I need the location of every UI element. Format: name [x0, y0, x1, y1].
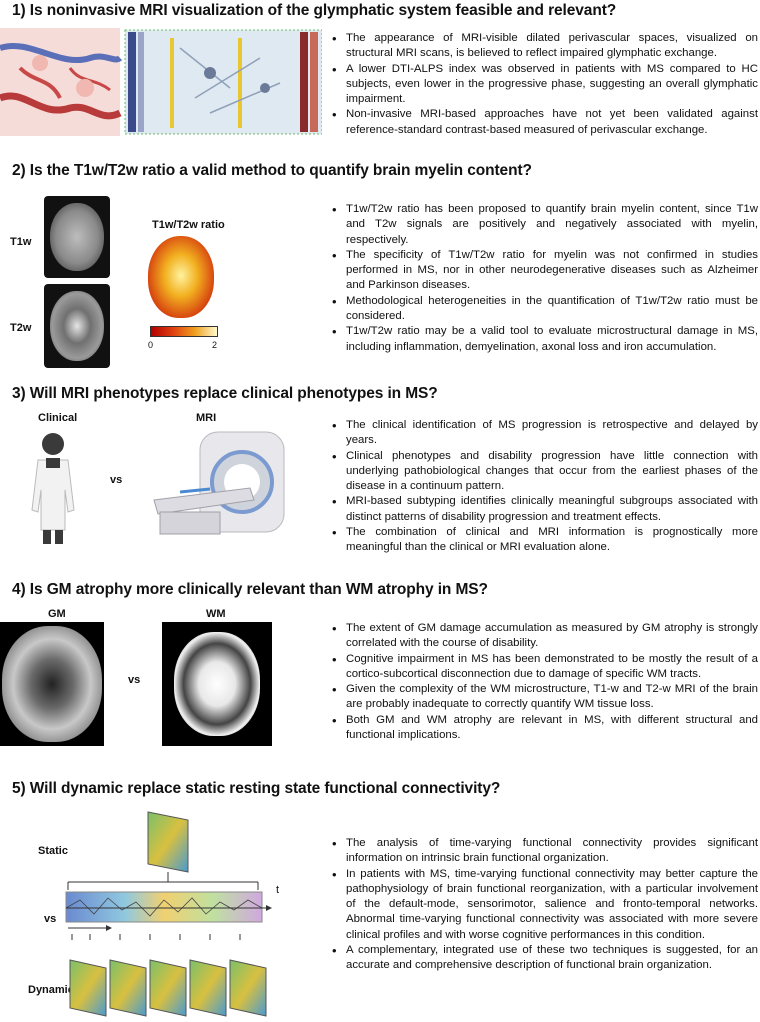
t2w-scan [44, 284, 110, 368]
bullet: Cognitive impairment in MS has been demo… [330, 652, 758, 683]
color-scale [150, 326, 218, 337]
bullet: The specificity of T1w/T2w ratio for mye… [330, 248, 758, 294]
section-2-bullets: T1w/T2w ratio has been proposed to quant… [330, 202, 758, 355]
section-1-bullets: The appearance of MRI-visible dilated pe… [330, 31, 758, 138]
t2w-label: T2w [10, 322, 32, 334]
wm-label: WM [206, 608, 226, 620]
connectivity-diagram [65, 811, 272, 1017]
gm-label: GM [48, 608, 66, 620]
bullet: MRI-based subtyping identifies clinicall… [330, 494, 758, 525]
bullet: A complementary, integrated use of these… [330, 943, 758, 974]
section-4-title: 4) Is GM atrophy more clinically relevan… [12, 581, 488, 598]
mri-label: MRI [196, 412, 217, 424]
bullet: T1w/T2w ratio has been proposed to quant… [330, 202, 758, 248]
bullet: The combination of clinical and MRI info… [330, 525, 758, 556]
vs-label: vs [128, 674, 141, 686]
section-5-bullets: The analysis of time-varying functional … [330, 836, 758, 974]
bullet: A lower DTI-ALPS index was observed in p… [330, 62, 758, 108]
clinical-label: Clinical [38, 412, 78, 424]
bullet: The appearance of MRI-visible dilated pe… [330, 31, 758, 62]
bullet: Methodological heterogeneities in the qu… [330, 294, 758, 325]
bullet: Clinical phenotypes and disability progr… [330, 449, 758, 495]
time-axis-label: t [276, 884, 280, 896]
bullet: The analysis of time-varying functional … [330, 836, 758, 867]
t1w-label: T1w [10, 236, 32, 248]
section-3-bullets: The clinical identification of MS progre… [330, 418, 758, 556]
section-3-title: 3) Will MRI phenotypes replace clinical … [12, 385, 438, 402]
bullet: Both GM and WM atrophy are relevant in M… [330, 713, 758, 744]
vs-label: vs [44, 913, 57, 925]
static-label: Static [38, 845, 68, 857]
glymphatic-illustration [0, 28, 322, 136]
section-4-bullets: The extent of GM damage accumulation as … [330, 621, 758, 743]
section-5-title: 5) Will dynamic replace static resting s… [12, 780, 501, 797]
wm-scan [162, 622, 272, 746]
bullet: Given the complexity of the WM microstru… [330, 682, 758, 713]
doctor-icon [31, 433, 75, 544]
vs-label: vs [110, 474, 123, 486]
section-1-title: 1) Is noninvasive MRI visualization of t… [12, 2, 617, 19]
dynamic-label: Dynamic [28, 984, 74, 996]
ratio-label: T1w/T2w ratio [152, 219, 225, 231]
bullet: The extent of GM damage accumulation as … [330, 621, 758, 652]
bullet: The clinical identification of MS progre… [330, 418, 758, 449]
bullet: Non-invasive MRI-based approaches have n… [330, 107, 758, 138]
scale-min: 0 [148, 340, 154, 350]
t1w-scan [44, 196, 110, 278]
scale-max: 2 [212, 340, 218, 350]
ratio-map [148, 236, 214, 318]
bullet: T1w/T2w ratio may be a valid tool to eva… [330, 324, 758, 355]
gm-scan [0, 622, 104, 746]
bullet: In patients with MS, time-varying functi… [330, 867, 758, 943]
mri-scanner-icon [153, 431, 285, 535]
section-2-title: 2) Is the T1w/T2w ratio a valid method t… [12, 162, 532, 179]
